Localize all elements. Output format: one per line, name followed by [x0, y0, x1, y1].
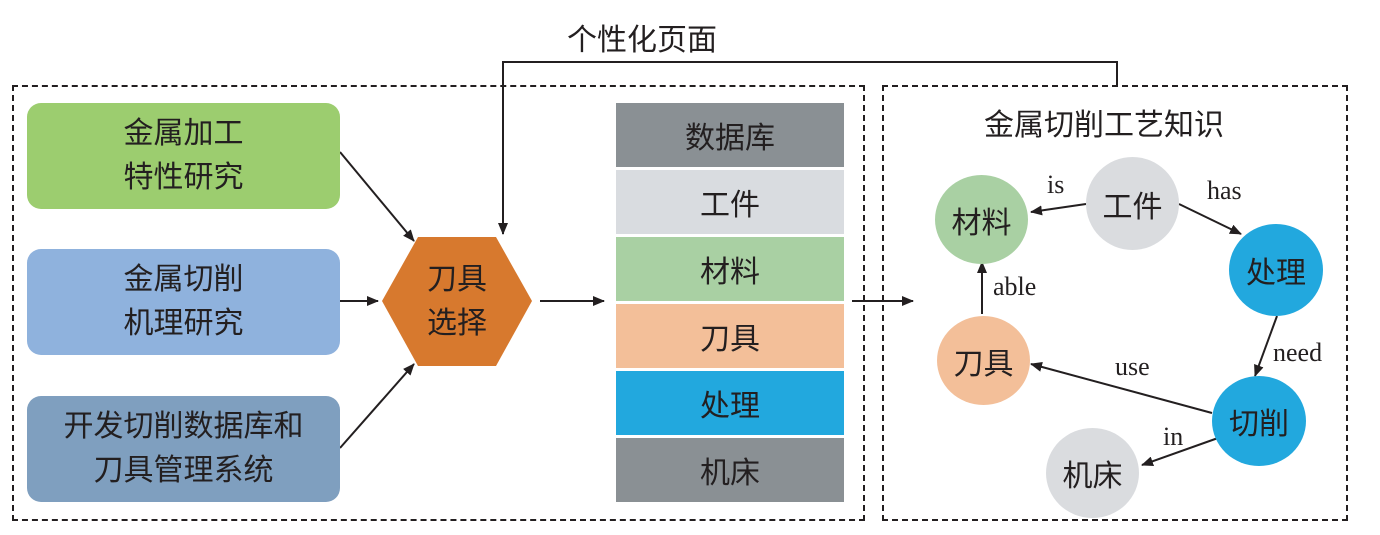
arrow-box1-to-hexagon — [339, 151, 415, 242]
stack-tool: 刀具 — [616, 304, 844, 368]
metal-processing-box: 金属加工 特性研究 — [27, 103, 340, 209]
database-management-box: 开发切削数据库和 刀具管理系统 — [27, 396, 340, 502]
edge-label-has: has — [1207, 176, 1242, 205]
edge-workpiece-material — [1030, 203, 1087, 216]
feedback-loop-line — [498, 61, 1118, 235]
edge-label-use: use — [1115, 352, 1150, 381]
personalized-page-label: 个性化页面 — [567, 23, 717, 58]
right-dashed-frame — [882, 85, 1348, 521]
hexagon-label: 刀具 选择 — [427, 261, 487, 341]
edge-process-cutting — [1254, 315, 1278, 377]
edge-workpiece-process — [1178, 203, 1242, 235]
node-machine: 机床 — [1046, 428, 1139, 518]
stack-process: 处理 — [616, 371, 844, 435]
edge-label-able: able — [993, 272, 1037, 301]
edge-label-in: in — [1163, 422, 1184, 451]
arrow-box3-to-hexagon — [339, 363, 415, 449]
node-tool: 刀具 — [937, 316, 1030, 405]
node-cutting: 切削 — [1212, 376, 1306, 466]
stack-machine: 机床 — [616, 438, 844, 502]
stack-material: 材料 — [616, 237, 844, 301]
node-workpiece: 工件 — [1086, 157, 1179, 250]
node-process: 处理 — [1229, 224, 1323, 316]
edge-cutting-machine — [1141, 437, 1219, 467]
knowledge-title: 金属切削工艺知识 — [984, 108, 1224, 143]
edge-cutting-tool — [1030, 362, 1213, 414]
stack-workpiece: 工件 — [616, 170, 844, 234]
tool-selection-hexagon — [382, 237, 532, 366]
stack-database: 数据库 — [616, 103, 844, 167]
metal-cutting-mechanism-box: 金属切削 机理研究 — [27, 249, 340, 355]
edge-label-need: need — [1273, 338, 1323, 367]
left-dashed-frame — [12, 85, 865, 521]
edge-label-is: is — [1047, 170, 1065, 199]
node-material: 材料 — [935, 175, 1028, 264]
